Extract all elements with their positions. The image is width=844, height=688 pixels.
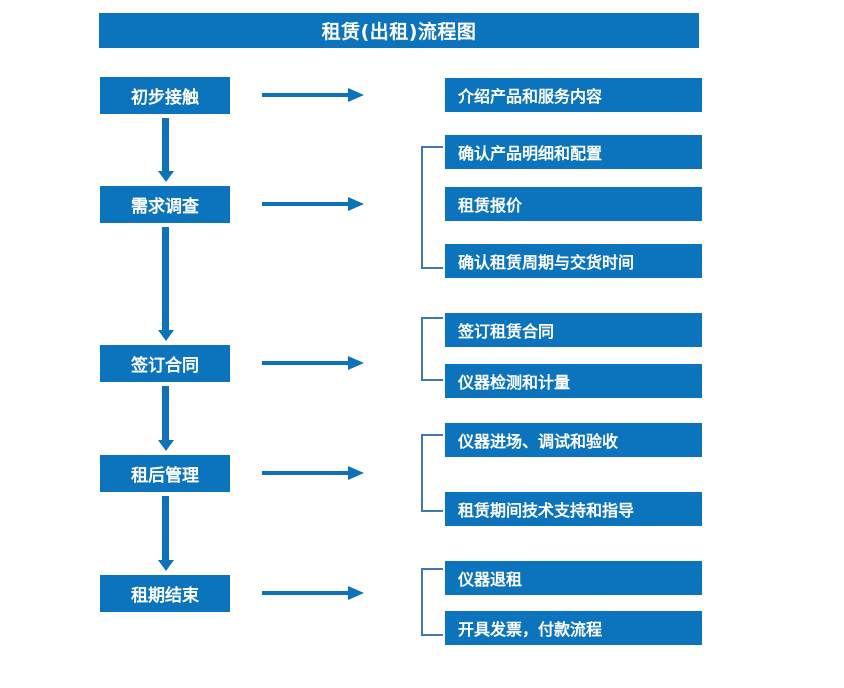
group-bracket-3	[421, 434, 443, 512]
detail-box-4[interactable]: 确认租赁周期与交货时间	[445, 244, 702, 278]
stage-box-4[interactable]: 租后管理	[100, 455, 230, 492]
group-bracket-4	[421, 568, 443, 636]
horizontal-arrow-4	[262, 466, 364, 480]
stage-box-3[interactable]: 签订合同	[100, 345, 230, 382]
horizontal-arrow-5	[262, 586, 364, 600]
group-bracket-1	[421, 146, 443, 269]
detail-box-6[interactable]: 仪器检测和计量	[445, 364, 702, 398]
group-bracket-2	[421, 317, 443, 381]
vertical-arrow-3	[158, 386, 174, 451]
stage-box-1[interactable]: 初步接触	[100, 77, 230, 114]
detail-box-7[interactable]: 仪器进场、调试和验收	[445, 423, 702, 457]
detail-box-2[interactable]: 确认产品明细和配置	[445, 135, 702, 169]
vertical-arrow-4	[158, 496, 174, 571]
stage-box-5[interactable]: 租期结束	[100, 575, 230, 612]
detail-box-8[interactable]: 租赁期间技术支持和指导	[445, 492, 702, 526]
diagram-title: 租赁(出租)流程图	[99, 13, 699, 48]
detail-box-1[interactable]: 介绍产品和服务内容	[445, 78, 702, 112]
horizontal-arrow-2	[262, 197, 364, 211]
vertical-arrow-1	[158, 118, 174, 182]
detail-box-9[interactable]: 仪器退租	[445, 561, 702, 595]
detail-box-10[interactable]: 开具发票，付款流程	[445, 611, 702, 645]
detail-box-5[interactable]: 签订租赁合同	[445, 313, 702, 347]
stage-box-2[interactable]: 需求调查	[100, 186, 230, 223]
horizontal-arrow-3	[262, 356, 364, 370]
vertical-arrow-2	[158, 227, 174, 341]
detail-box-3[interactable]: 租赁报价	[445, 187, 702, 221]
horizontal-arrow-1	[262, 88, 364, 102]
